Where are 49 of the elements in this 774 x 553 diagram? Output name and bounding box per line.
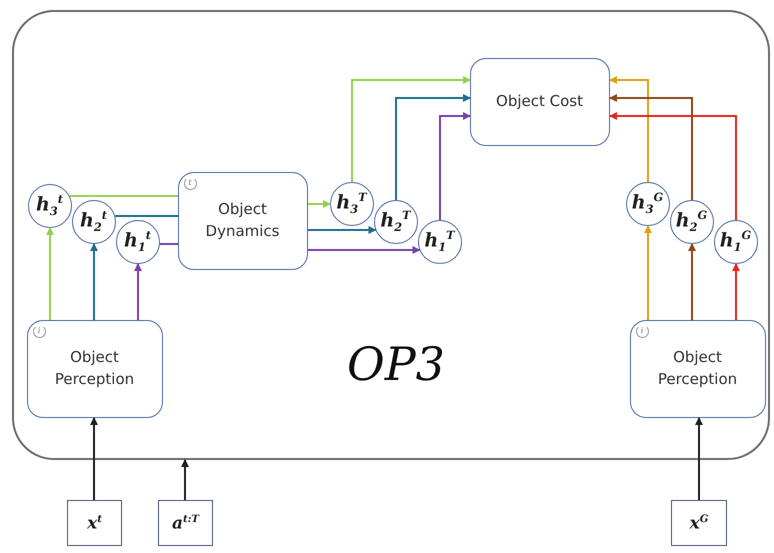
- arrow: [90, 243, 98, 320]
- state-circle: [418, 220, 462, 264]
- state-circle: [330, 182, 374, 226]
- arrow: [439, 112, 471, 220]
- arrow: [308, 226, 376, 234]
- arrow: [134, 263, 142, 320]
- arrow: [609, 94, 693, 200]
- module-label: Object Cost: [495, 90, 584, 112]
- input-symbol: a$^{t:T}$: [172, 512, 200, 534]
- arrow: [308, 200, 331, 208]
- recurrence-icon: t: [184, 176, 196, 190]
- state-circle: [116, 220, 160, 264]
- input-symbol: x$^{G}$: [690, 512, 708, 534]
- recurrence-icon: i: [32, 324, 46, 338]
- arrow: [732, 263, 740, 320]
- arrow: [609, 112, 737, 220]
- module-label: Object Perception: [54, 346, 136, 390]
- arrow: [90, 417, 98, 500]
- module-box: [26, 320, 162, 418]
- recurrence-icon: i: [636, 324, 648, 338]
- state-circle: [714, 220, 758, 264]
- arrow: [644, 225, 652, 320]
- arrow: [351, 76, 471, 182]
- input-box: [671, 500, 727, 546]
- state-circle: [670, 200, 714, 244]
- arrow: [609, 76, 649, 182]
- arrow: [395, 94, 471, 200]
- model-title: OP3: [347, 337, 445, 391]
- arrow: [308, 246, 420, 254]
- module-box: [470, 58, 610, 146]
- state-circle: [626, 182, 670, 226]
- arrow: [695, 417, 703, 500]
- model-container: [12, 10, 770, 460]
- arrow: [688, 243, 696, 320]
- module-label: Object Dynamics: [204, 198, 280, 242]
- module-box: [630, 320, 766, 418]
- state-circle: [72, 200, 116, 244]
- module-box: [178, 172, 308, 270]
- input-symbol: x$^{t}$: [87, 512, 102, 534]
- arrow: [181, 459, 189, 500]
- state-circle: [374, 200, 418, 244]
- connector-line: [160, 243, 178, 245]
- module-label: Object Perception: [656, 346, 738, 390]
- state-circle: [28, 184, 72, 228]
- connector-line: [115, 215, 178, 217]
- input-box: [158, 500, 213, 546]
- input-box: [67, 500, 122, 546]
- arrow: [46, 227, 54, 320]
- connector-line: [70, 195, 178, 197]
